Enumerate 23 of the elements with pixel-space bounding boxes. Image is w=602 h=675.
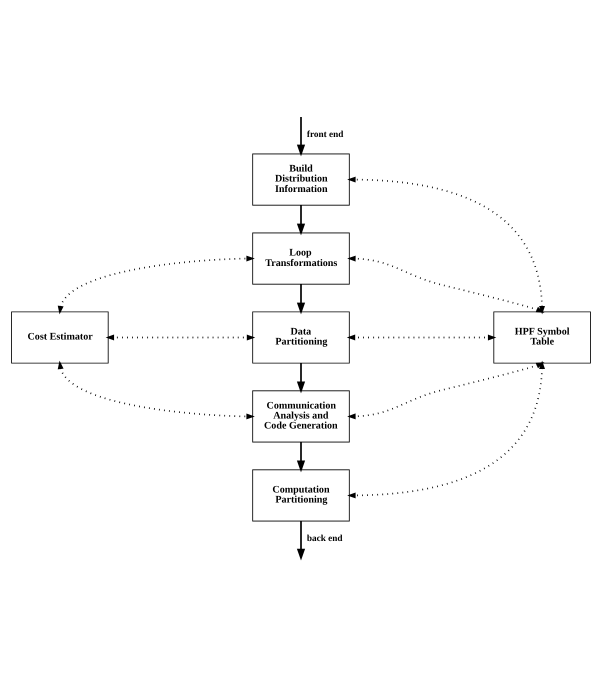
arrow bbox=[58, 360, 255, 420]
arrow bbox=[296, 521, 306, 561]
arrow bbox=[347, 256, 544, 313]
node-box: Communication Analysis and Code Generation bbox=[252, 390, 350, 443]
node-box: Build Distribution Information bbox=[252, 154, 350, 206]
node-box: Data Partitioning bbox=[252, 311, 350, 364]
node-box: Cost Estimator bbox=[11, 311, 109, 364]
arrow bbox=[58, 256, 255, 314]
node-box: Loop Transformations bbox=[252, 232, 350, 285]
arrow bbox=[296, 205, 306, 236]
arrow bbox=[106, 334, 256, 340]
edge-label: front end bbox=[306, 128, 344, 139]
arrow bbox=[347, 176, 545, 314]
arrow bbox=[296, 363, 306, 394]
arrow bbox=[346, 334, 496, 340]
arrow bbox=[296, 284, 306, 314]
arrow bbox=[347, 362, 544, 420]
node-box: HPF Symbol Table bbox=[493, 311, 591, 364]
arrow bbox=[296, 442, 306, 472]
arrow bbox=[347, 360, 545, 498]
node-box: Computation Partitioning bbox=[252, 469, 350, 522]
arrow bbox=[296, 117, 306, 156]
edge-label: back end bbox=[306, 533, 343, 544]
